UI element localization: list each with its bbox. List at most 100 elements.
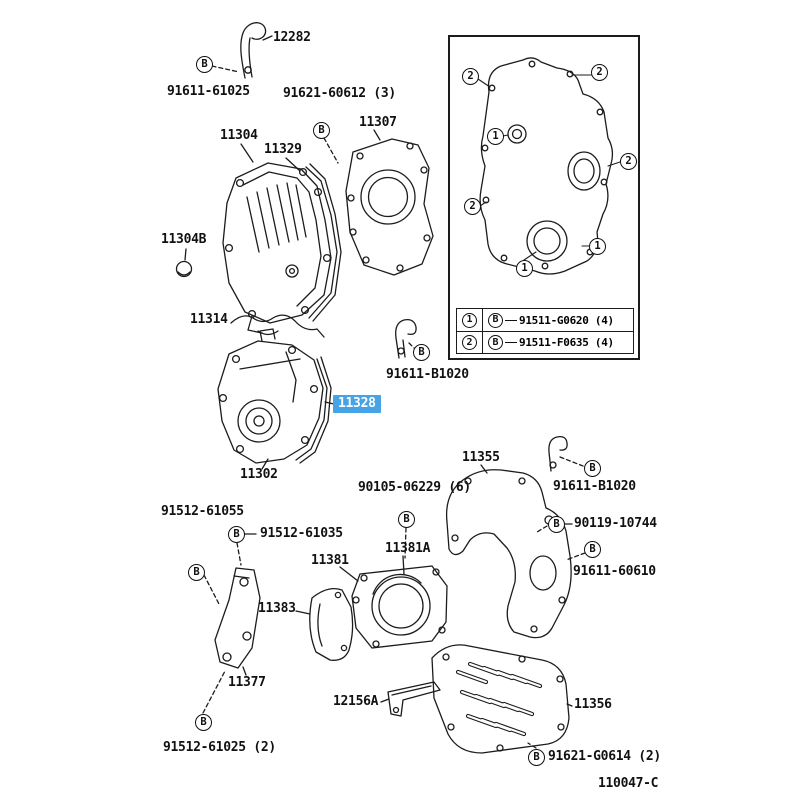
part-drawing-12156A bbox=[387, 681, 441, 717]
bolt-symbol-90119-10744: B bbox=[548, 516, 565, 533]
leader-90105-06229 bbox=[404, 527, 407, 559]
callout-number-icon: 1 bbox=[462, 312, 477, 328]
legend-row: 1 B 91511-G0620 (4) bbox=[457, 309, 633, 331]
legend-part-cell: B 91511-F0635 (4) bbox=[483, 335, 614, 350]
part-label-11304[interactable]: 11304 bbox=[220, 128, 258, 143]
part-drawing-inset-cover bbox=[479, 57, 614, 275]
fastener-legend: 1 B 91511-G0620 (4) 2 B 91511-F0635 (4) bbox=[456, 308, 634, 354]
part-label-11314[interactable]: 11314 bbox=[190, 312, 228, 327]
part-label-91621-60612[interactable]: 91621-60612 (3) bbox=[283, 86, 396, 101]
part-label-11329[interactable]: 11329 bbox=[264, 142, 302, 157]
legend-part-number[interactable]: 91511-G0620 (4) bbox=[519, 313, 614, 327]
leader-11304B bbox=[184, 248, 187, 261]
part-drawing-11302 bbox=[217, 328, 324, 464]
callout-number-icon: 1 bbox=[589, 238, 606, 255]
part-label-11381[interactable]: 11381 bbox=[311, 553, 349, 568]
part-drawing-11381 bbox=[351, 565, 448, 649]
bolt-symbol-91611-60610: B bbox=[584, 541, 601, 558]
bolt-symbol-icon: B bbox=[488, 335, 503, 350]
leader-12156A bbox=[380, 698, 390, 703]
part-drawing-11383 bbox=[309, 587, 354, 661]
part-drawing-11356 bbox=[431, 644, 570, 754]
leader-91611-60610 bbox=[565, 552, 586, 561]
callout-number-icon: 1 bbox=[487, 128, 504, 145]
part-label-12156A[interactable]: 12156A bbox=[333, 694, 379, 709]
leader-11302 bbox=[261, 458, 269, 470]
leader-11355 bbox=[480, 464, 488, 474]
bolt-symbol-91512-61025: B bbox=[195, 714, 212, 731]
part-label-11377[interactable]: 11377 bbox=[228, 675, 266, 690]
part-label-91512-61055[interactable]: 91512-61055 bbox=[161, 504, 244, 519]
part-label-11356[interactable]: 11356 bbox=[574, 697, 612, 712]
bolt-symbol-91512-61055: B bbox=[188, 564, 205, 581]
leader-91621-G0614 bbox=[527, 742, 537, 749]
part-drawing-11304 bbox=[222, 162, 332, 334]
leader-91611-B1020-upper bbox=[408, 342, 415, 349]
part-drawing-11307 bbox=[345, 138, 434, 276]
part-drawing-11304B bbox=[175, 260, 193, 278]
leader-90119-10744 bbox=[536, 525, 548, 533]
leader-11328 bbox=[324, 401, 335, 405]
part-drawing-12282 bbox=[240, 22, 273, 79]
bolt-symbol-icon: B bbox=[488, 312, 503, 328]
part-label-90119-10744[interactable]: 90119-10744 bbox=[574, 516, 657, 531]
part-drawing-11328 bbox=[295, 356, 332, 464]
leader-11304 bbox=[240, 143, 254, 163]
detail-inset-box bbox=[448, 35, 640, 360]
diagram-code: 110047-C bbox=[598, 776, 659, 791]
part-label-11302[interactable]: 11302 bbox=[240, 467, 278, 482]
bolt-symbol-91512-61035: B bbox=[228, 526, 245, 543]
part-label-91621-G0614[interactable]: 91621-G0614 (2) bbox=[548, 749, 661, 764]
part-label-91512-61035[interactable]: 91512-61035 bbox=[260, 526, 343, 541]
leader-91512-61055 bbox=[203, 574, 220, 605]
leader-91512-61025 bbox=[202, 670, 226, 714]
leader-11377 bbox=[242, 666, 247, 676]
bolt-symbol-91611-B1020-lower: B bbox=[584, 460, 601, 477]
part-label-11383[interactable]: 11383 bbox=[258, 601, 296, 616]
part-drawing-11329 bbox=[305, 163, 342, 322]
leader-91611-61025 bbox=[211, 65, 240, 73]
part-label-11381A[interactable]: 11381A bbox=[385, 541, 431, 556]
legend-callout-cell: 1 bbox=[457, 309, 483, 331]
part-label-91611-B1020-lower[interactable]: 91611-B1020 bbox=[553, 479, 636, 494]
leader-91611-B1020-lower bbox=[559, 456, 584, 467]
legend-dash bbox=[505, 342, 517, 343]
part-drawing-11355 bbox=[445, 469, 572, 639]
bolt-symbol-91611-61025: B bbox=[196, 56, 213, 73]
leader-11383 bbox=[295, 610, 311, 615]
part-drawing-91611-B1020-lower bbox=[548, 435, 568, 472]
callout-number-icon: 2 bbox=[462, 68, 479, 85]
callout-number-icon: 1 bbox=[516, 260, 533, 277]
leader-11356 bbox=[566, 703, 573, 707]
part-drawing-11314 bbox=[230, 314, 325, 338]
inset-callout-leaders bbox=[477, 74, 621, 261]
part-label-12282[interactable]: 12282 bbox=[273, 30, 311, 45]
part-label-91512-61025[interactable]: 91512-61025 (2) bbox=[163, 740, 276, 755]
legend-part-cell: B 91511-G0620 (4) bbox=[483, 312, 614, 328]
leader-91512-61035 bbox=[236, 542, 242, 566]
leader-11307 bbox=[373, 129, 381, 141]
part-11356-slot-inner bbox=[457, 663, 541, 735]
part-11356-slots bbox=[455, 661, 543, 737]
part-label-91611-B1020-upper[interactable]: 91611-B1020 bbox=[386, 367, 469, 382]
callout-number-icon: 2 bbox=[620, 153, 637, 170]
part-label-91611-61025[interactable]: 91611-61025 bbox=[167, 84, 250, 99]
legend-callout-cell: 2 bbox=[457, 332, 483, 353]
part-label-11355[interactable]: 11355 bbox=[462, 450, 500, 465]
part-label-11307[interactable]: 11307 bbox=[359, 115, 397, 130]
part-label-11304B[interactable]: 11304B bbox=[161, 232, 207, 247]
part-label-11328[interactable]: 11328 bbox=[333, 395, 381, 413]
legend-part-number[interactable]: 91511-F0635 (4) bbox=[519, 336, 614, 349]
bolt-symbol-91621-G0614: B bbox=[528, 749, 545, 766]
leader-11329 bbox=[285, 157, 301, 172]
part-label-91611-60610[interactable]: 91611-60610 bbox=[573, 564, 656, 579]
bolt-symbol-90105-06229: B bbox=[398, 511, 415, 528]
part-drawing-91611-B1020-upper bbox=[395, 319, 417, 359]
bolt-symbol-91611-B1020-upper: B bbox=[413, 344, 430, 361]
callout-number-icon: 2 bbox=[591, 64, 608, 81]
callout-number-icon: 2 bbox=[464, 198, 481, 215]
part-label-90105-06229[interactable]: 90105-06229 (6) bbox=[358, 480, 471, 495]
legend-row: 2 B 91511-F0635 (4) bbox=[457, 331, 633, 353]
